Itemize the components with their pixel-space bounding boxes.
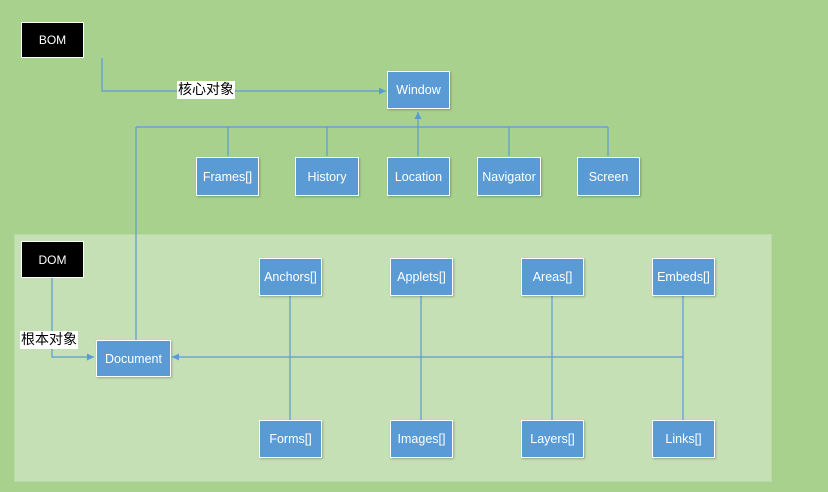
dom-label: DOM: [38, 252, 67, 267]
images-node: Images[]: [390, 420, 453, 458]
document-node: Document: [96, 340, 171, 377]
areas-node: Areas[]: [521, 258, 584, 296]
screen-node: Screen: [577, 157, 640, 196]
core-object-label: 核心对象: [177, 81, 235, 99]
links-node: Links[]: [652, 420, 715, 458]
history-node: History: [295, 157, 359, 196]
navigator-node: Navigator: [477, 157, 541, 196]
root-object-label: 根本对象: [20, 331, 78, 349]
dom-to-document-line: [51, 278, 94, 361]
layers-node: Layers[]: [521, 420, 584, 458]
dom-label-box: DOM: [21, 241, 84, 278]
location-node: Location: [387, 157, 450, 196]
bom-label: BOM: [38, 33, 67, 47]
forms-node: Forms[]: [259, 420, 322, 458]
applets-node: Applets[]: [390, 258, 453, 296]
bom-to-window-line: [101, 58, 386, 95]
anchors-node: Anchors[]: [259, 258, 322, 296]
embeds-node: Embeds[]: [652, 258, 715, 296]
window-node: Window: [387, 71, 450, 109]
bom-label-box: BOM: [21, 22, 84, 58]
frames-node: Frames[]: [196, 157, 259, 196]
